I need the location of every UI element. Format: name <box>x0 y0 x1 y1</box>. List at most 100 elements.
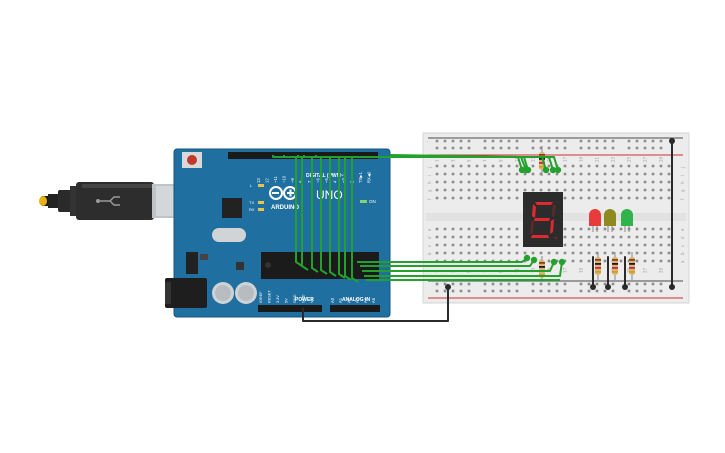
wire-endpoint[interactable] <box>542 166 550 174</box>
wire-green[interactable] <box>364 261 563 277</box>
row-letter: g <box>680 189 685 192</box>
led-red[interactable] <box>589 209 601 232</box>
wire-endpoint[interactable] <box>554 166 562 174</box>
column-number: 17 <box>562 267 567 273</box>
wire-endpoint[interactable] <box>605 284 611 290</box>
digital-pin-label: TX▶1 <box>358 171 363 183</box>
resistor[interactable] <box>612 257 618 275</box>
green-wires[interactable] <box>272 154 566 283</box>
row-letter: h <box>680 181 685 184</box>
on-label: ON <box>369 199 376 204</box>
row-letter: d <box>680 236 685 239</box>
wire-green-drop[interactable] <box>311 158 319 273</box>
wire-endpoint[interactable] <box>523 254 531 262</box>
digital-pin-label: RX◀0 <box>367 171 372 183</box>
wire-green-drop[interactable] <box>329 158 337 277</box>
reset-button[interactable] <box>182 152 202 168</box>
crystal <box>212 228 246 242</box>
power-jack <box>165 278 207 308</box>
arduino-logo-icon <box>269 186 297 200</box>
wire-green[interactable] <box>389 154 527 171</box>
column-number: 21 <box>594 156 599 162</box>
row-letter: g <box>427 189 432 192</box>
wires[interactable] <box>302 140 673 322</box>
column-number: 23 <box>610 156 615 162</box>
wire-green-drop[interactable] <box>320 158 328 275</box>
analog-pin-label: A5 <box>371 297 376 303</box>
wire-green-drop[interactable] <box>338 158 346 279</box>
breadboard-holes[interactable] <box>435 139 671 293</box>
row-letter: b <box>680 252 685 255</box>
power-header[interactable] <box>258 305 322 312</box>
resistor[interactable] <box>539 260 545 278</box>
arduino-uno-board[interactable]: ARDUINO UNO DIGITAL (PWM~) POWER ANALOG … <box>165 148 391 318</box>
wire-endpoint[interactable] <box>669 284 675 290</box>
digital-pin-label: 13 <box>256 178 261 183</box>
on-led <box>360 200 367 203</box>
column-number: 25 <box>626 267 631 273</box>
column-number: 5 <box>466 159 471 162</box>
led-green[interactable] <box>621 209 633 232</box>
tx-label: TX <box>249 200 254 205</box>
wire-green[interactable] <box>315 155 559 171</box>
wire-endpoint[interactable] <box>522 166 530 174</box>
power-pin-label: Vin <box>310 298 314 303</box>
tx-led <box>258 201 264 204</box>
wire-green-drop[interactable] <box>301 158 309 271</box>
analog-label: ANALOG IN <box>342 297 370 303</box>
rx-led <box>258 208 264 211</box>
wire-endpoint[interactable] <box>590 284 596 290</box>
digital-pin-label: 4 <box>333 180 338 183</box>
row-letter: c <box>427 245 432 247</box>
l-led <box>258 184 264 187</box>
column-number: 7 <box>482 159 487 162</box>
power-pin-label: GND <box>293 294 297 303</box>
wire-green[interactable] <box>362 261 555 272</box>
wire-endpoint[interactable] <box>530 256 538 264</box>
digital-pin-label: 12 <box>265 178 270 183</box>
row-letter: i <box>427 175 432 176</box>
wire-green-drop[interactable] <box>351 158 359 283</box>
power-pin-label: IOREF <box>259 291 263 303</box>
usb-chip <box>222 198 242 218</box>
analog-header[interactable] <box>330 305 380 312</box>
wire-endpoint[interactable] <box>445 284 451 290</box>
row-letter: j <box>680 167 685 169</box>
wire-endpoint[interactable] <box>669 138 675 144</box>
row-letter: f <box>427 198 432 200</box>
row-letter: j <box>427 167 432 169</box>
l-label: L <box>250 183 253 188</box>
wire-green-drop[interactable] <box>295 158 303 267</box>
wire-black-gnd[interactable] <box>302 286 449 322</box>
digital-pin-label: ~6 <box>316 178 321 183</box>
column-number: 13 <box>530 156 535 162</box>
wire-green-drop[interactable] <box>344 158 352 281</box>
digit-five-segments <box>531 202 554 238</box>
wire-endpoint[interactable] <box>550 258 558 266</box>
digital-pin-label: ~11 <box>273 176 278 183</box>
row-letter: d <box>427 236 432 239</box>
row-letter: e <box>427 228 432 231</box>
rx-label: RX <box>249 207 255 212</box>
resistor[interactable] <box>629 257 635 275</box>
digital-pin-label: 7 <box>307 180 312 183</box>
analog-pin-label: A4 <box>363 297 368 303</box>
seven-segment-display[interactable] <box>523 192 563 247</box>
column-number: 27 <box>642 267 647 273</box>
digital-label: DIGITAL (PWM~) <box>306 173 346 179</box>
row-letter: b <box>427 252 432 255</box>
led-yellow[interactable] <box>604 209 616 232</box>
row-letter: c <box>680 245 685 247</box>
resistor[interactable] <box>595 257 601 275</box>
digit-off-segments <box>530 204 556 234</box>
wire-endpoint[interactable] <box>622 284 628 290</box>
column-number: 1 <box>434 159 439 162</box>
analog-pin-label: A1 <box>338 297 343 303</box>
wire-endpoint[interactable] <box>549 166 557 174</box>
analog-pin-label: A2 <box>346 297 351 303</box>
wire-endpoint[interactable] <box>558 258 566 266</box>
column-number: 29 <box>658 156 663 162</box>
